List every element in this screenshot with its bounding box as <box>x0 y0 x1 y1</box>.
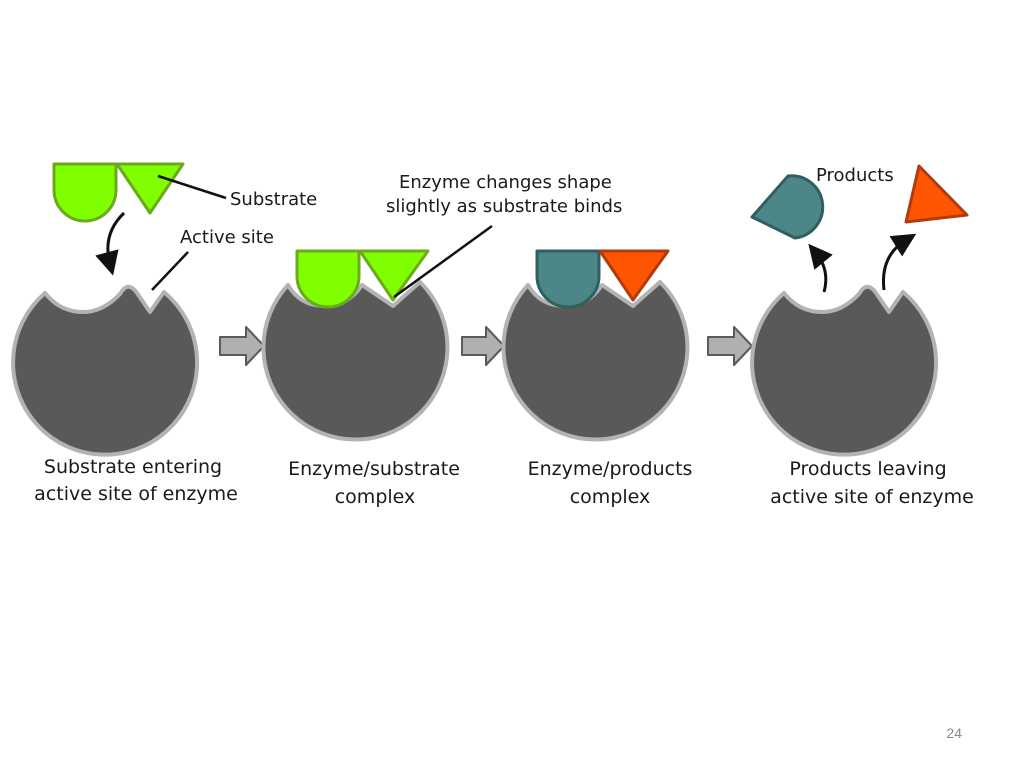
caption-3-line1: Enzyme/products <box>528 458 693 480</box>
caption-4-line2: active site of enzyme <box>770 486 974 508</box>
products-label: Products <box>816 165 894 186</box>
bound-substrate-triangle <box>358 249 430 302</box>
stage-2: Enzyme changes shape slightly as substra… <box>261 172 622 442</box>
process-arrow-3 <box>707 326 753 366</box>
stage-4: Products <box>750 164 969 457</box>
product-triangle-bound <box>598 249 670 302</box>
bound-substrate-round <box>295 249 361 309</box>
stage-1: Substrate Active site <box>11 162 317 457</box>
caption-4-line1: Products leaving <box>789 458 946 480</box>
substrate-leader-line <box>157 174 227 200</box>
entering-arrow <box>95 211 126 276</box>
released-product-round <box>750 174 825 240</box>
process-arrow-2 <box>461 326 505 366</box>
stage-3 <box>501 249 690 442</box>
enzyme-4 <box>750 284 939 457</box>
leaving-arrow-right <box>881 233 917 291</box>
process-arrow-1 <box>219 326 265 366</box>
caption-3-line2: complex <box>570 486 651 508</box>
substrate-triangle-piece <box>115 162 185 215</box>
shape-change-leader-line <box>393 224 493 299</box>
substrate-label: Substrate <box>230 189 317 210</box>
product-round-bound <box>535 249 601 309</box>
active-site-label: Active site <box>180 227 274 248</box>
enzyme-3 <box>501 280 690 442</box>
released-product-triangle <box>904 164 969 224</box>
shape-change-label-line1: Enzyme changes shape <box>399 172 612 193</box>
enzyme-1 <box>11 284 200 457</box>
active-site-leader-line <box>151 251 189 291</box>
slide-number: 24 <box>946 725 962 741</box>
caption-2-line2: complex <box>335 486 416 508</box>
leaving-arrow-left <box>808 243 833 293</box>
shape-change-label-line2: slightly as substrate binds <box>386 196 622 217</box>
substrate-round-piece <box>52 162 118 223</box>
caption-2-line1: Enzyme/substrate <box>288 458 460 480</box>
caption-1-line1: Substrate entering <box>44 456 222 478</box>
caption-1-line2: active site of enzyme <box>34 483 238 505</box>
enzyme-2 <box>261 280 450 442</box>
